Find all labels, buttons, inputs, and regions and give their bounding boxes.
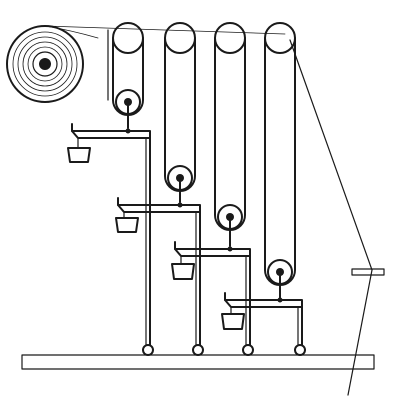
moving-pulley-3 [217,204,243,247]
moving-pulley-1 [115,89,141,129]
weight-3 [171,255,195,280]
belt-loops [107,29,296,286]
string-marker [351,268,385,276]
moving-pulley-2 [167,165,193,203]
anchor-hooks [142,344,306,356]
fixed-pulley-3 [214,22,246,54]
fixed-pulley-2 [164,22,196,54]
weight-1 [67,137,91,163]
drum-reel [6,25,84,103]
hanging-weights [67,137,245,330]
base-board [21,354,375,370]
vertical-rods [145,137,303,346]
anchor-hook-3 [242,344,254,356]
anchor-hook-1 [142,344,154,356]
fixed-pulley-4 [264,22,296,54]
fixed-pulley-row [112,22,296,54]
weight-2 [115,211,139,233]
moving-pulleys [115,89,293,299]
anchor-hook-2 [192,344,204,356]
anchor-hook-4 [294,344,306,356]
moving-pulley-4 [267,259,293,299]
weight-4 [221,306,245,330]
diagonal-string [289,39,385,396]
fixed-pulley-1 [112,22,144,54]
